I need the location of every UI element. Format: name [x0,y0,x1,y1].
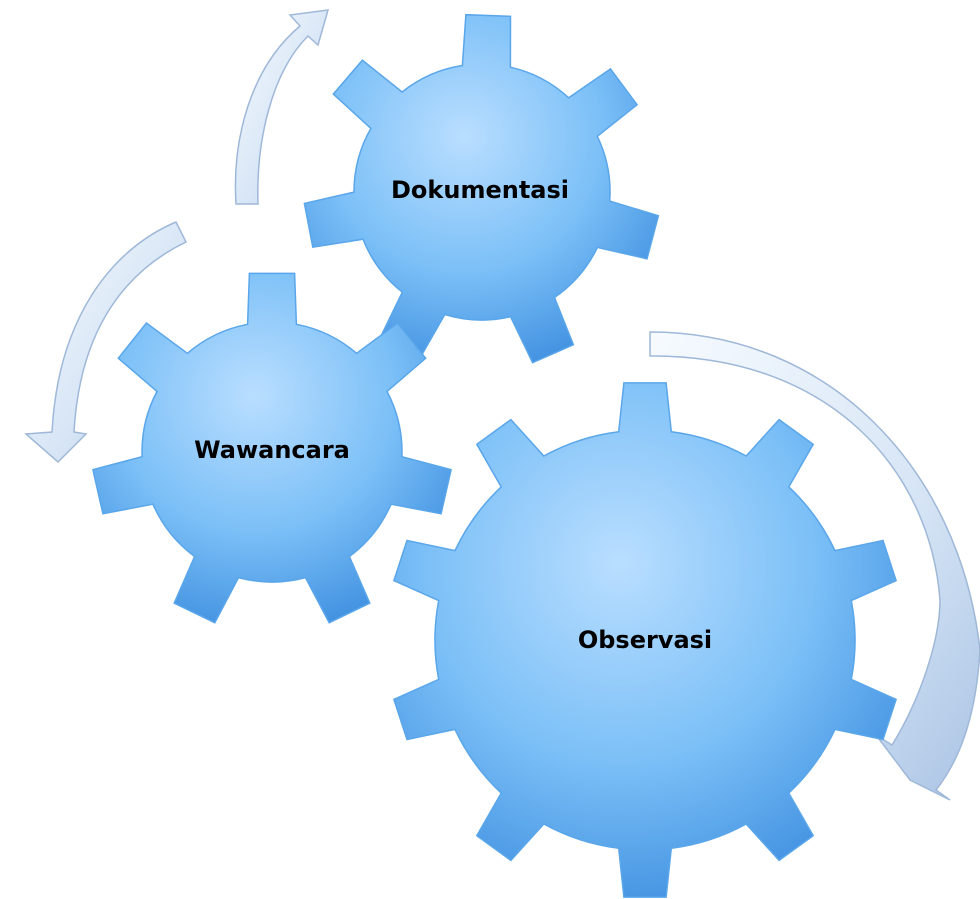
arrow-top [234,9,330,205]
gear-label-wawancara: Wawancara [194,436,350,464]
gear-observasi: Observasi [392,382,898,898]
arrow-right [649,331,980,801]
gear-wawancara: Wawancara [92,272,452,624]
gear-dokumentasi: Dokumentasi [303,13,660,364]
gear-label-dokumentasi: Dokumentasi [391,176,569,204]
arrow-left [24,221,188,464]
gear-label-observasi: Observasi [578,626,712,654]
